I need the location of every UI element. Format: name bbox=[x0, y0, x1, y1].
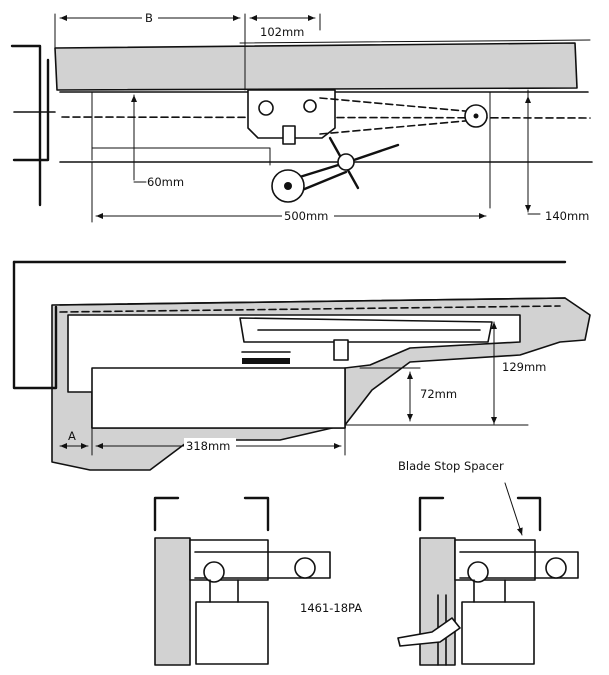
detail-left bbox=[153, 496, 331, 666]
pivot-left bbox=[258, 100, 274, 116]
frame-left-outline bbox=[10, 44, 42, 207]
spring-adjuster bbox=[282, 125, 296, 145]
section-view: 129mm 72mm A 318mm bbox=[12, 260, 591, 471]
spacer-pointer bbox=[397, 617, 461, 647]
dim-102-label: 102mm bbox=[260, 25, 304, 39]
detail-right-spindle bbox=[473, 579, 506, 603]
detail-right-closer bbox=[454, 539, 536, 581]
dim-a-label: A bbox=[68, 429, 76, 443]
frame-left-inner bbox=[12, 58, 50, 162]
dim-318-mask bbox=[184, 438, 236, 452]
dim-72-label: 72mm bbox=[420, 387, 457, 401]
door-leaf-panel bbox=[91, 367, 346, 429]
dim-140-label: 140mm bbox=[545, 209, 589, 223]
detail-right bbox=[397, 482, 579, 666]
spindle-center bbox=[284, 182, 292, 190]
detail-left-closer bbox=[189, 539, 269, 581]
part-number-label: 1461-18PA bbox=[300, 601, 362, 615]
detail-right-roller bbox=[545, 557, 567, 579]
detail-left-pivot bbox=[203, 561, 225, 583]
detail-left-channel-l bbox=[153, 496, 180, 532]
detail-right-channel-l bbox=[418, 496, 445, 532]
header-top-line bbox=[239, 39, 591, 44]
detail-right-pivot bbox=[467, 561, 489, 583]
dim-129-label: 129mm bbox=[502, 360, 546, 374]
detail-right-leaf bbox=[461, 601, 535, 665]
arm-lower-dashed bbox=[319, 119, 477, 135]
detail-right-arm bbox=[459, 551, 579, 579]
blade-stop-leader bbox=[504, 482, 523, 536]
section-soffit-dashed bbox=[59, 305, 561, 313]
detail-left-channel-r bbox=[243, 496, 270, 532]
detail-right-channel-r bbox=[516, 496, 542, 532]
blade-stop-spacer-label: Blade Stop Spacer bbox=[398, 459, 504, 473]
pivot-right bbox=[303, 99, 317, 113]
arm-guide-line bbox=[91, 147, 271, 166]
dim-318-label: 318mm bbox=[186, 439, 230, 453]
section-frame-left bbox=[12, 260, 58, 390]
section-soffit bbox=[59, 297, 566, 306]
dim-60-label: 60mm bbox=[147, 175, 184, 189]
detail-left-spindle bbox=[209, 579, 239, 603]
dim-500-label: 500mm bbox=[284, 209, 328, 223]
arm-upper-dashed bbox=[319, 97, 477, 113]
track-roller-center bbox=[473, 113, 479, 119]
arm-joint bbox=[337, 153, 355, 171]
detail-left-arm bbox=[194, 551, 331, 579]
closer-spindle bbox=[333, 339, 349, 361]
dim-b-label: B bbox=[145, 11, 153, 25]
closer-fixing bbox=[242, 358, 290, 364]
top-view: B 102mm 60mm 500mm 140mm bbox=[10, 10, 593, 223]
dim-500-mask bbox=[282, 208, 334, 222]
detail-left-frame bbox=[154, 537, 191, 666]
detail-left-roller bbox=[294, 557, 316, 579]
header-transom bbox=[54, 42, 578, 91]
dim-b-mask bbox=[142, 10, 158, 24]
detail-left-leaf bbox=[195, 601, 269, 665]
